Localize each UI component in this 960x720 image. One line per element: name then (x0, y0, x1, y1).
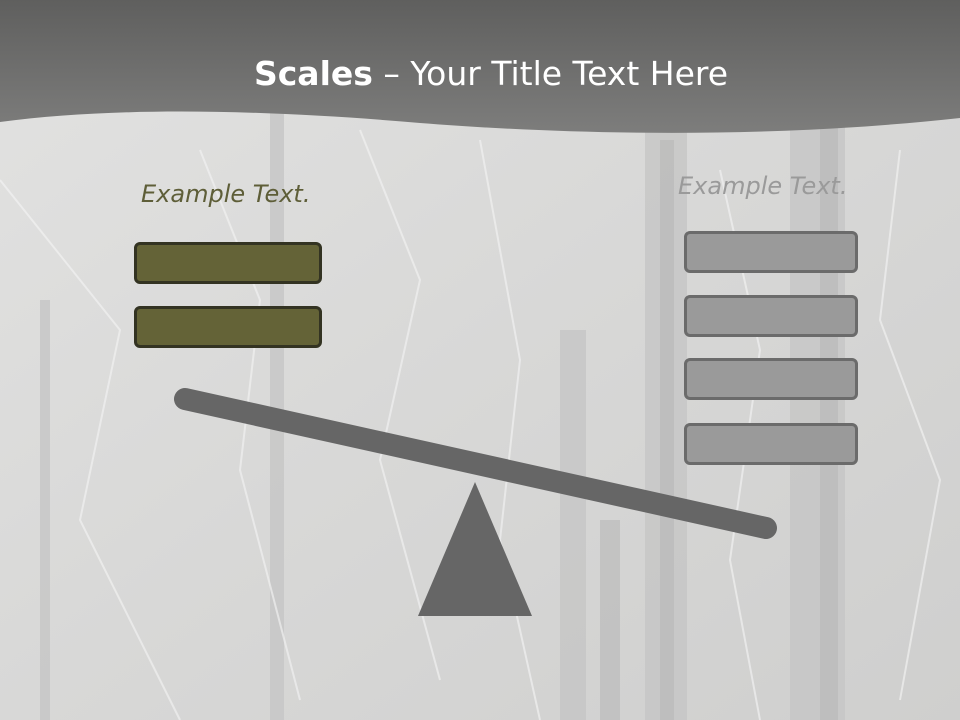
left-weight-block (134, 242, 322, 284)
left-caption: Example Text. (141, 180, 311, 208)
right-caption: Example Text. (678, 172, 848, 200)
slide-title: Scales – Your Title Text Here (0, 52, 960, 96)
right-weight-block (684, 423, 858, 465)
scale-beam (174, 388, 777, 539)
right-weight-block (684, 358, 858, 400)
scale-fulcrum (418, 482, 532, 616)
left-weight-block (134, 306, 322, 348)
title-bold: Scales (253, 54, 373, 93)
right-weight-block (684, 231, 858, 273)
title-rest: – Your Title Text Here (372, 54, 729, 93)
right-weight-block (684, 295, 858, 337)
